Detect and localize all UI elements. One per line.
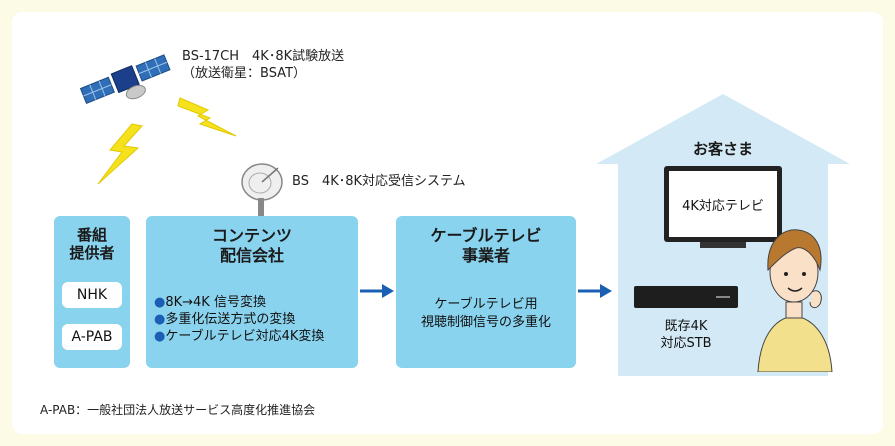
provider-box: 番組 提供者 NHK A-PAB xyxy=(54,216,130,368)
provider-item-apab: A-PAB xyxy=(62,324,122,350)
bullet-dot: ● xyxy=(154,329,166,344)
satellite-icon xyxy=(79,54,171,105)
antenna-label: BS 4K･8K対応受信システム xyxy=(292,174,466,189)
arrow-right-icon xyxy=(360,284,394,298)
stb-label-line2: 対応STB xyxy=(660,336,712,351)
tv-stand xyxy=(700,242,746,248)
footnote: A-PAB：一般社団法人放送サービス高度化推進協会 xyxy=(40,403,316,417)
stb-label-line1: 既存4K xyxy=(664,319,708,334)
cable-desc-line2: 視聴制御信号の多重化 xyxy=(420,315,551,330)
satellite-label-line2: （放送衛星：BSAT） xyxy=(182,66,307,81)
satellite-label-line1: BS-17CH 4K･8K試験放送 xyxy=(182,49,345,64)
bullet-text: ケーブルテレビ対応4K変換 xyxy=(165,329,325,344)
bullet-text: 多重化伝送方式の変換 xyxy=(165,312,296,327)
cable-title-line1: ケーブルテレビ xyxy=(430,226,542,245)
cable-box: ケーブルテレビ 事業者 ケーブルテレビ用 視聴制御信号の多重化 xyxy=(396,216,576,368)
lightning-right-icon xyxy=(177,97,237,137)
cable-title-line2: 事業者 xyxy=(461,246,510,265)
customer-person-icon xyxy=(757,229,833,372)
cable-desc-line1: ケーブルテレビ用 xyxy=(434,297,538,312)
bullet-text: 8K→4K 信号変換 xyxy=(165,295,266,310)
bullet-dot: ● xyxy=(154,295,166,310)
customer-title: お客さま xyxy=(692,140,753,158)
content-bullet: ●8K→4K 信号変換 xyxy=(154,294,324,311)
content-bullet: ●多重化伝送方式の変換 xyxy=(154,311,324,328)
content-title-line1: コンテンツ xyxy=(211,226,292,245)
tv-label: 4K対応テレビ xyxy=(669,171,777,237)
lightning-left-icon xyxy=(97,123,143,185)
antenna-dish-icon xyxy=(241,163,283,216)
provider-title-line2: 提供者 xyxy=(69,244,115,262)
arrow-right-icon xyxy=(578,284,612,298)
content-title-line2: 配信会社 xyxy=(219,246,284,265)
tv-icon: 4K対応テレビ xyxy=(664,166,782,242)
stb-icon xyxy=(634,286,738,308)
content-bullets: ●8K→4K 信号変換 ●多重化伝送方式の変換 ●ケーブルテレビ対応4K変換 xyxy=(154,294,324,345)
provider-item-nhk: NHK xyxy=(62,282,122,308)
content-box: コンテンツ 配信会社 ●8K→4K 信号変換 ●多重化伝送方式の変換 ●ケーブル… xyxy=(146,216,358,368)
bullet-dot: ● xyxy=(154,312,166,327)
content-bullet: ●ケーブルテレビ対応4K変換 xyxy=(154,328,324,345)
provider-title-line1: 番組 xyxy=(76,226,107,244)
